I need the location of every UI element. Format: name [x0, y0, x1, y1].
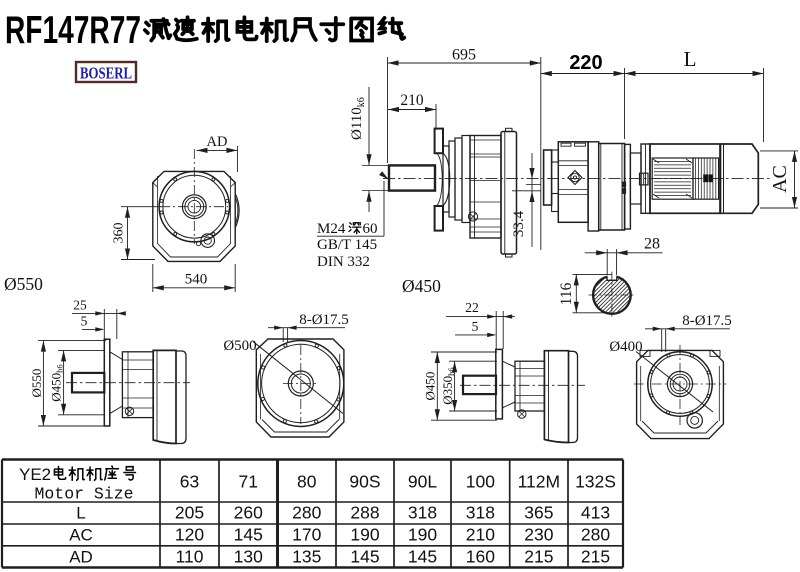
svg-text:112M: 112M	[518, 472, 560, 492]
svg-text:540: 540	[185, 272, 208, 288]
svg-text:Ø350h6: Ø350h6	[440, 367, 456, 404]
svg-text:205: 205	[175, 503, 204, 523]
svg-text:190: 190	[350, 525, 379, 545]
svg-text:260: 260	[234, 503, 263, 523]
svg-text:22: 22	[465, 300, 479, 315]
svg-text:RF147R77: RF147R77	[5, 9, 141, 52]
svg-text:5: 5	[81, 314, 88, 329]
svg-text:90S: 90S	[349, 472, 380, 492]
svg-text:Ø550: Ø550	[29, 369, 44, 398]
svg-text:Ø400: Ø400	[609, 339, 642, 355]
svg-text:GB/T 145: GB/T 145	[317, 237, 377, 253]
svg-text:190: 190	[408, 525, 437, 545]
svg-text:M24: M24	[317, 221, 346, 237]
svg-text:145: 145	[234, 525, 263, 545]
svg-text:210: 210	[400, 92, 424, 109]
svg-text:8-Ø17.5: 8-Ø17.5	[682, 313, 732, 329]
svg-text:63: 63	[180, 472, 199, 492]
svg-text:135: 135	[292, 547, 321, 567]
svg-text:360: 360	[112, 223, 127, 244]
svg-text:90L: 90L	[408, 472, 437, 492]
svg-text:Ø450: Ø450	[423, 372, 438, 401]
svg-text:215: 215	[524, 547, 553, 567]
svg-text:215: 215	[581, 547, 610, 567]
svg-text:413: 413	[581, 503, 610, 523]
svg-text:318: 318	[408, 503, 437, 523]
svg-text:280: 280	[292, 503, 321, 523]
svg-text:AD: AD	[69, 548, 93, 567]
svg-text:130: 130	[234, 547, 263, 567]
svg-text:230: 230	[524, 525, 553, 545]
svg-text:318: 318	[466, 503, 495, 523]
svg-text:365: 365	[524, 503, 553, 523]
svg-text:170: 170	[292, 525, 321, 545]
svg-text:AC: AC	[769, 165, 791, 193]
svg-text:AC: AC	[69, 526, 93, 545]
svg-text:71: 71	[239, 472, 258, 492]
svg-text:116: 116	[558, 282, 575, 305]
svg-text:Ø500: Ø500	[223, 338, 256, 354]
svg-text:28: 28	[644, 236, 660, 253]
svg-text:25: 25	[73, 298, 87, 313]
svg-text:BOSERL: BOSERL	[80, 64, 132, 83]
svg-text:695: 695	[452, 47, 476, 64]
svg-text:288: 288	[350, 503, 379, 523]
svg-text:210: 210	[466, 525, 495, 545]
svg-text:Ø550: Ø550	[4, 274, 43, 294]
svg-text:YE2: YE2	[19, 465, 51, 484]
svg-text:Ø450: Ø450	[402, 276, 441, 296]
svg-text:L: L	[76, 504, 85, 523]
svg-text:Ø450h6: Ø450h6	[49, 364, 65, 401]
svg-text:DIN 332: DIN 332	[317, 254, 370, 270]
svg-text:280: 280	[581, 525, 610, 545]
svg-text:132S: 132S	[575, 472, 616, 492]
svg-text:145: 145	[408, 547, 437, 567]
svg-text:8-Ø17.5: 8-Ø17.5	[299, 312, 349, 328]
svg-text:60: 60	[363, 221, 378, 237]
svg-text:Motor Size: Motor Size	[34, 485, 133, 504]
svg-text:120: 120	[175, 525, 204, 545]
svg-text:160: 160	[466, 547, 495, 567]
svg-text:5: 5	[472, 319, 479, 334]
svg-text:110: 110	[176, 547, 204, 567]
svg-text:L: L	[684, 47, 697, 71]
svg-text:220: 220	[569, 52, 602, 74]
svg-text:80: 80	[297, 472, 317, 492]
svg-text:AD: AD	[207, 134, 228, 150]
svg-text:100: 100	[466, 472, 495, 492]
svg-text:Ø110k6: Ø110k6	[349, 97, 367, 140]
svg-text:33.4: 33.4	[511, 210, 527, 237]
svg-text:145: 145	[350, 547, 379, 567]
